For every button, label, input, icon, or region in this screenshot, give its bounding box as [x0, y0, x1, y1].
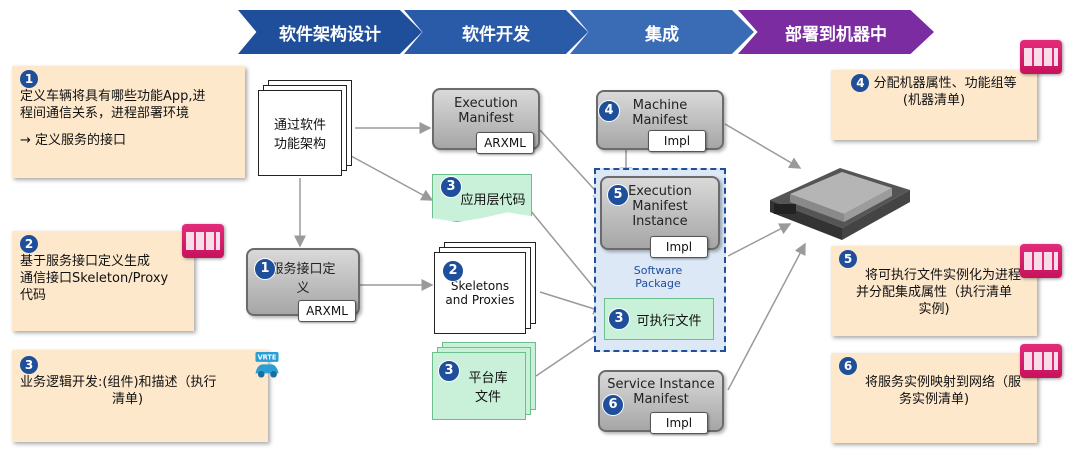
step-number: 3 [440, 176, 462, 198]
stamp-icon [1020, 244, 1062, 278]
step-number: 3 [438, 360, 460, 382]
phase-chevron-integration: 集成 [570, 10, 754, 54]
doc-software-architecture: 通过软件 功能架构 [258, 90, 342, 176]
phase-chevron-architecture: 软件架构设计 [238, 10, 422, 54]
note-business-logic: 3 业务逻辑开发:(组件)和描述（执行 清单) [12, 350, 268, 442]
software-package-label: Software Package [633, 264, 683, 290]
tag-arxml: ARXML [476, 132, 534, 154]
step-number: 1 [20, 70, 38, 88]
tag-impl: Impl [648, 130, 706, 152]
step-number: 2 [20, 235, 38, 253]
stamp-icon [1020, 40, 1062, 74]
vrte-car-icon: VRTE [255, 352, 279, 378]
step-number: 3 [608, 308, 630, 330]
phase-chevron-development: 软件开发 [404, 10, 588, 54]
tag-impl: Impl [650, 236, 708, 258]
arrow-package-to-ecu [727, 223, 792, 257]
arrow-machine-to-ecu [724, 123, 802, 169]
tag-impl: Impl [650, 412, 708, 434]
note-map-service-instance: 6 将服务实例映射到网络（服 务实例清单) [831, 353, 1037, 443]
tag-arxml: ARXML [298, 300, 356, 322]
step-number: 4 [851, 74, 870, 92]
step-number: 5 [839, 250, 857, 268]
stamp-icon [182, 224, 224, 258]
step-number: 1 [254, 258, 276, 280]
step-number: 5 [607, 184, 629, 206]
ecu-device-icon [770, 168, 910, 240]
arrow-appcode-to-executable [529, 209, 605, 302]
step-number: 4 [598, 100, 620, 122]
note-machine-attributes: 4 分配机器属性、功能组等 (机器清单) [831, 70, 1037, 140]
step-number: 3 [20, 356, 38, 374]
arrow-platform-to-executable [535, 329, 606, 377]
arrow-exec-to-instance [539, 129, 606, 202]
step-number: 6 [602, 394, 624, 416]
arrow-svcinst-to-ecu [727, 242, 806, 391]
note-instantiate-executable: 5 将可执行文件实例化为进程 并分配集成属性（执行清单 实例) [831, 246, 1037, 336]
note-define-functions: 1 定义车辆将具有哪些功能App,进 程间通信关系，进程部署环境 → 定义服务的… [12, 66, 245, 178]
stamp-icon [1020, 344, 1062, 378]
arrow-arch-to-appcode [339, 149, 434, 201]
arrow-skeletons-to-executable [539, 291, 606, 315]
step-number: 2 [442, 260, 464, 282]
step-number: 6 [839, 357, 857, 375]
note-generate-skeleton: 2 基于服务接口定义生成 通信接口Skeleton/Proxy 代码 [12, 231, 194, 331]
phase-chevron-deployment: 部署到机器中 [738, 10, 934, 54]
svg-text:VRTE: VRTE [258, 353, 277, 361]
